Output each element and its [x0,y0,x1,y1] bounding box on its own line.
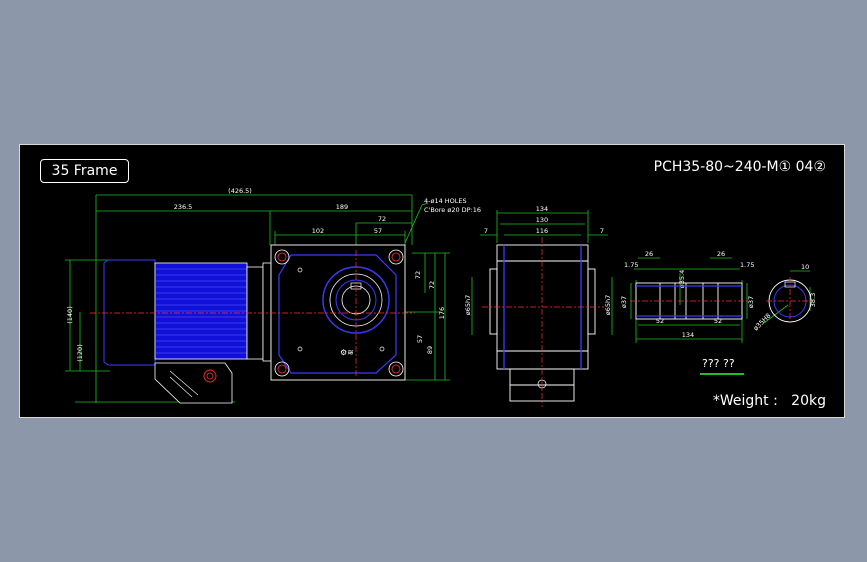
shaft-dim-134: 134 [682,331,694,339]
dim-120: (120) [76,344,84,361]
shaft-dim-35h8: ø35H8 [752,312,773,333]
shaft-dim-1-75-left: 1.75 [624,261,638,269]
shaft-dim-52-right: 52 [714,317,722,325]
dim-72: 72 [378,215,386,223]
shaft-dim-37-right: ø37 [747,296,755,308]
dim-motor-length: 236.5 [174,203,193,211]
weight-label: *Weight : 20kg [712,393,826,409]
side-dim-7-right: 7 [600,227,604,235]
dim-vertical-72b: 72 [428,281,436,289]
motor-body [103,259,272,404]
shaft-dim-37-left: ø37 [620,296,628,308]
logo-mark: ⚙≋ [340,348,354,357]
drawing-frame: 35 Frame PCH35-80~240-M① 04② *Weight : 2… [19,144,845,418]
dim-57: 57 [374,227,382,235]
drawing-canvas: (426.5) 236.5 189 102 57 72 4-ø14 HOLES … [65,187,817,407]
holes-note-line-2: C'Bore ø20 DP:16 [424,206,481,214]
side-dim-130: 130 [536,216,548,224]
shaft-dim-26-left: 26 [645,250,653,258]
frame-label: 35 Frame [40,159,129,183]
shaft-dim-38-3: 38.3 [809,293,817,307]
side-dim-dia-right: ø65h7 [604,295,612,316]
holes-note-line-1: 4-ø14 HOLES [424,197,467,205]
gearbox-front: ⚙≋ [270,244,406,381]
dim-vertical-89: 89 [426,346,434,354]
dim-140: (140) [66,306,74,323]
dim-102: 102 [312,227,324,235]
side-dim-dia-left: ø65h7 [464,295,472,316]
dim-gear-length: 189 [336,203,348,211]
shaft-view: 26 26 1.75 1.75 ø35.4 ø37 ø37 52 52 134 … [620,250,817,343]
shaft-dim-1-75-right: 1.75 [740,261,754,269]
dim-vertical-57: 57 [416,335,424,343]
shaft-dim-10: 10 [801,263,809,271]
side-dim-7-left: 7 [484,227,488,235]
shaft-dim-26-right: 26 [717,250,725,258]
drawing-note: ??? ?? [702,357,735,370]
note-underline [700,373,744,375]
shaft-dim-52-left: 52 [656,317,664,325]
dim-vertical-72a: 72 [414,271,422,279]
model-code: PCH35-80~240-M① 04② [653,159,826,175]
side-dim-134: 134 [536,205,548,213]
front-view: (426.5) 236.5 189 102 57 72 4-ø14 HOLES … [65,187,481,404]
side-view: 134 130 116 7 7 ø65h7 ø65h7 [464,205,613,407]
dim-vertical-176: 176 [438,307,446,319]
shaft-dim-35-4: ø35.4 [678,270,686,288]
dim-overall-length: (426.5) [228,187,252,195]
side-dim-116: 116 [536,227,548,235]
